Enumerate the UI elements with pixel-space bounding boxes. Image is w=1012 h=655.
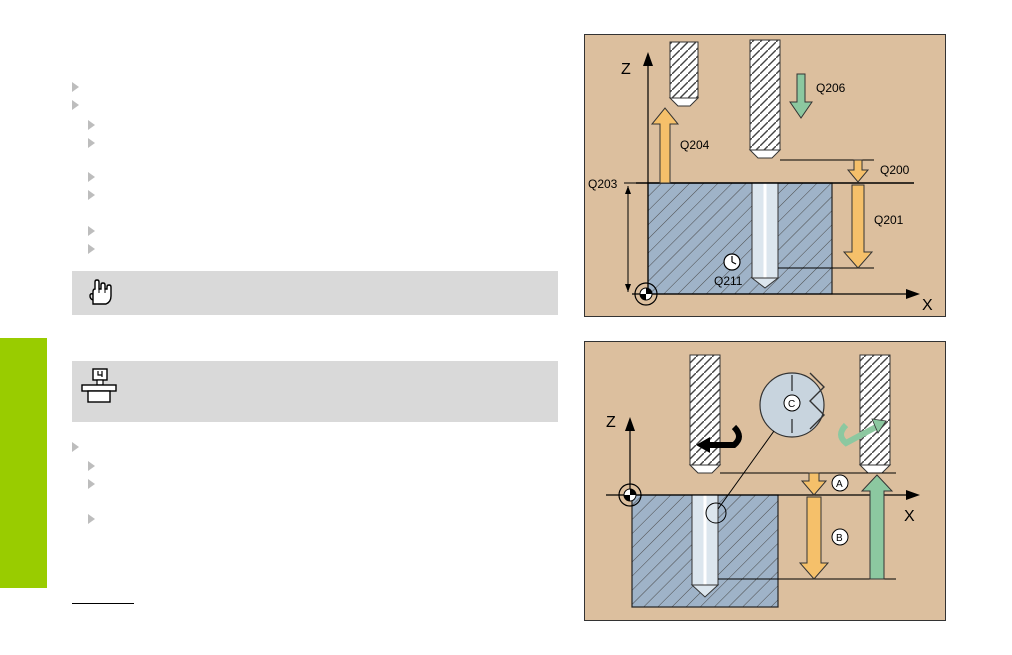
label-c: C [788,399,795,410]
bullet-marker [88,514,95,524]
note-box-hint [72,271,558,315]
bullet-marker [88,461,95,471]
bullet-marker [72,442,79,452]
label-q203: Q203 [588,177,618,191]
bullet-marker [88,244,95,254]
bullet-marker [72,82,79,92]
figure-tapping-cycle-top: Z X Q206 Q204 Q200 Q201 Q203 Q211 [584,34,946,317]
bullet-marker [88,172,95,182]
label-q211: Q211 [714,274,743,288]
bullet-marker [88,190,95,200]
bullet-marker [88,138,95,148]
datum-symbol-icon [634,282,658,306]
z-axis-label: Z [606,414,616,431]
label-q204: Q204 [680,138,710,152]
bullet-marker [72,100,79,110]
label-a: A [836,479,843,490]
label-q200: Q200 [880,163,910,177]
note-box-machine [72,361,558,422]
bullet-marker [88,226,95,236]
bullet-marker [88,120,95,130]
x-axis-label: X [904,508,915,525]
footnote-rule [72,603,134,604]
label-b: B [836,533,843,544]
datum-symbol-icon [618,483,642,507]
z-axis-label: Z [621,61,631,78]
label-q206: Q206 [816,81,846,95]
machine-icon [81,368,117,403]
label-q201: Q201 [874,213,904,227]
x-axis-label: X [922,297,933,314]
figure-tapping-cycle-bottom: Z X C A B [584,341,946,621]
chapter-tab [0,338,47,588]
bullet-marker [88,479,95,489]
hand-pointer-icon [89,279,112,305]
clock-icon [723,253,741,271]
